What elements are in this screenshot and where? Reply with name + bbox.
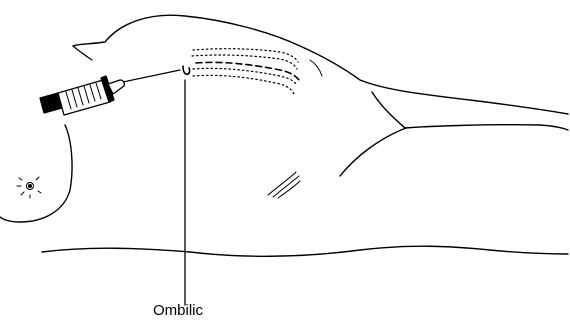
- breast-upper-outline: [73, 46, 92, 60]
- torso-outline: [73, 15, 568, 114]
- umbilicus-mark: [183, 66, 190, 74]
- skin-fold-marks: [268, 172, 300, 198]
- arm-contour: [372, 92, 568, 130]
- lower-body-contour: [42, 246, 568, 256]
- tunnel-dotted-lines: [192, 49, 298, 94]
- syringe-icon: [40, 76, 124, 115]
- needle: [123, 70, 180, 82]
- arm-inner-contour: [340, 128, 406, 176]
- armpit-fold: [310, 60, 322, 76]
- nipple-mark: [17, 177, 41, 198]
- breast-outline: [0, 125, 72, 222]
- ombilic-label: Ombilic: [153, 302, 203, 319]
